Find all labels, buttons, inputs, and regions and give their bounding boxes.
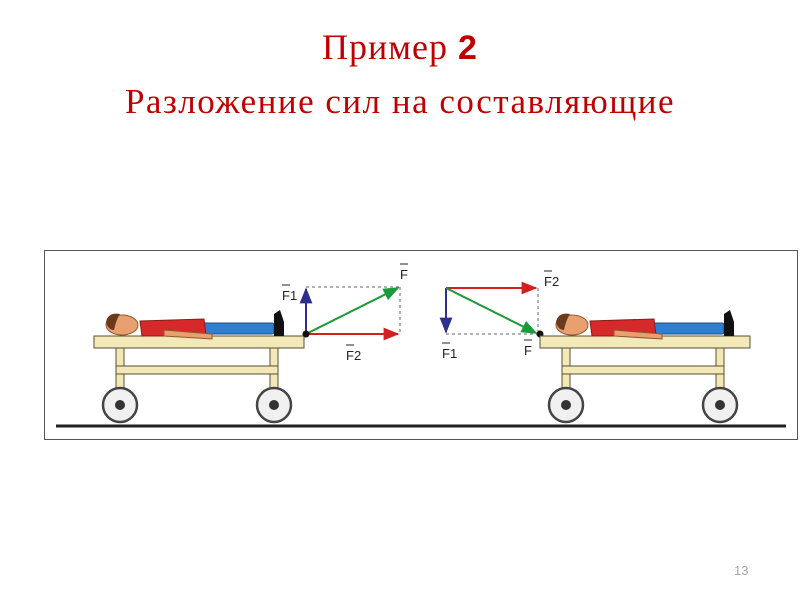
right-patient [555,310,734,340]
left-resultant-force-arrow [305,287,400,335]
right-resultant-force-arrow [445,287,538,334]
svg-text:F2: F2 [346,348,361,363]
left-application-point [302,330,310,338]
title-number: 2 [458,29,478,67]
slide-title: Пример 2 [0,26,800,68]
right-stretcher [539,335,751,424]
left-label-vertical-force: F1 [282,284,297,303]
right-label-vertical-force: F1 [442,342,457,361]
right-wheel [547,386,585,424]
left-stretcher [93,335,305,424]
left-force-diagram: F1 F F2 [282,263,408,363]
left-patient [105,310,284,340]
left-wheel [255,386,293,424]
right-label-horizontal-force: F2 [544,270,559,289]
left-label-resultant-force: F [400,263,408,282]
right-wheel [701,386,739,424]
right-stretcher-crossbar [561,365,725,375]
svg-text:F1: F1 [282,288,297,303]
svg-text:F2: F2 [544,274,559,289]
slide-subtitle: Разложение сил на составляющие [124,82,676,121]
force-decomposition-figure: F1 F F2 F2 F1 F [44,250,798,440]
left-wheel [101,386,139,424]
left-stretcher-crossbar [115,365,279,375]
svg-text:F1: F1 [442,346,457,361]
svg-text:F: F [524,343,532,358]
slide-number: 13 [734,563,749,578]
right-force-diagram: F2 F1 F [439,270,559,361]
right-label-resultant-force: F [524,339,532,358]
left-label-horizontal-force: F2 [346,344,361,363]
svg-text:F: F [400,267,408,282]
title-prefix: Пример [322,27,459,67]
